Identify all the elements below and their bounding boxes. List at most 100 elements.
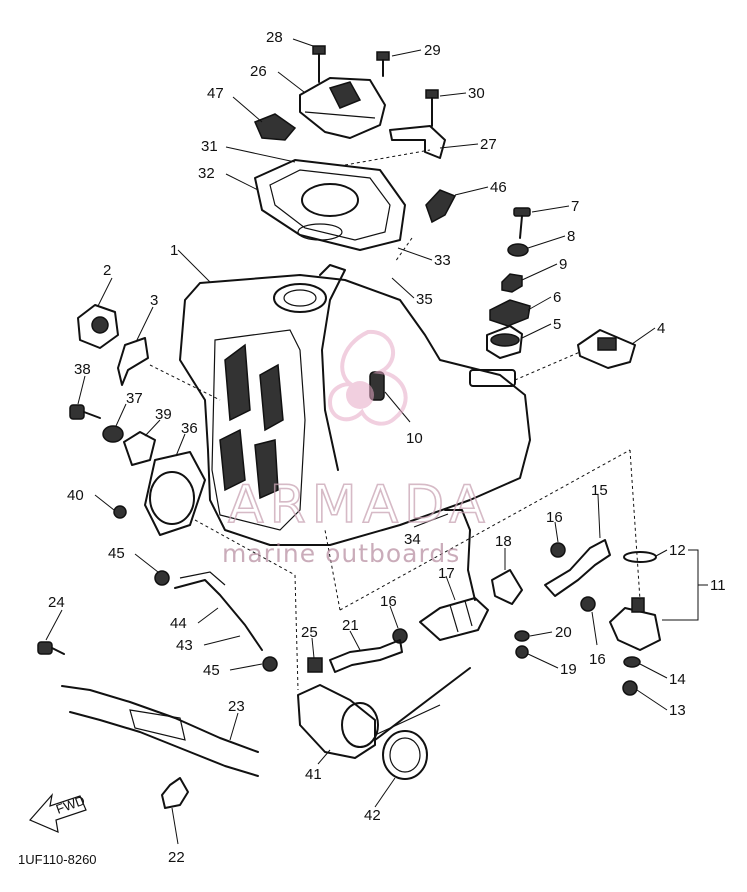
callout-24: 24: [48, 594, 65, 611]
damper-39: [123, 431, 156, 466]
callout-9: 9: [559, 256, 567, 273]
watermark: ARMADA marine outboards: [222, 329, 491, 568]
callout-16-top: 16: [546, 509, 563, 526]
callout-39: 39: [155, 406, 172, 423]
callout-36: 36: [181, 420, 198, 437]
guard-23: [61, 685, 259, 777]
callout-6: 6: [553, 289, 561, 306]
fwd-label: FWD: [54, 793, 87, 817]
nut-9: [501, 273, 523, 293]
callout-labels: 28 29 26 30 47 27 31 32 46 7 8 1 33 2 9 …: [48, 29, 726, 866]
bolt-38: [69, 404, 101, 420]
callout-10: 10: [406, 430, 423, 447]
callout-33: 33: [434, 252, 451, 269]
callout-34: 34: [404, 531, 421, 548]
bracket-18: [491, 569, 523, 605]
watermark-logo: [327, 329, 408, 426]
clip-45b: [262, 656, 278, 672]
leader-lines: [45, 38, 708, 845]
callout-27: 27: [480, 136, 497, 153]
callout-21: 21: [342, 617, 359, 634]
hose-21: [329, 639, 403, 673]
callout-32: 32: [198, 165, 215, 182]
callout-31: 31: [201, 138, 218, 155]
bolt-29: [376, 51, 390, 77]
screw-19: [515, 645, 529, 659]
callout-47: 47: [207, 85, 224, 102]
callout-17: 17: [438, 565, 455, 582]
clip-46: [425, 189, 457, 224]
screw-13: [622, 680, 638, 696]
collar-20: [514, 630, 530, 642]
callout-38: 38: [74, 361, 91, 378]
screw-40: [113, 505, 127, 519]
callout-42: 42: [364, 807, 381, 824]
callout-30: 30: [468, 85, 485, 102]
callout-2: 2: [103, 262, 111, 279]
callout-3: 3: [150, 292, 158, 309]
clip-45a: [154, 570, 170, 586]
fuel-tank-1: [179, 264, 531, 546]
callout-13: 13: [669, 702, 686, 719]
callout-35: 35: [416, 291, 433, 308]
damper-6: [489, 299, 531, 327]
callout-4: 4: [657, 320, 665, 337]
clamp-22: [161, 777, 189, 809]
bracket-27: [389, 125, 446, 159]
callout-7: 7: [571, 198, 579, 215]
callout-8: 8: [567, 228, 575, 245]
callout-46: 46: [490, 179, 507, 196]
callout-25: 25: [301, 624, 318, 641]
clip-16c: [580, 596, 596, 612]
callout-22: 22: [168, 849, 185, 866]
callout-14: 14: [669, 671, 686, 688]
callout-16-right: 16: [589, 651, 606, 668]
callout-12: 12: [669, 542, 686, 559]
callout-44: 44: [170, 615, 187, 632]
holder-36: [144, 451, 206, 536]
callout-20: 20: [555, 624, 572, 641]
callout-45-bottom: 45: [203, 662, 220, 679]
callout-45-top: 45: [108, 545, 125, 562]
collar-8: [507, 243, 529, 257]
clip-16a: [550, 542, 566, 558]
hose-15: [544, 539, 611, 597]
pad-47: [254, 113, 297, 141]
damper-5: [486, 325, 523, 359]
washer-14: [623, 656, 641, 668]
fuel-cap-26: [299, 77, 386, 139]
hose-44-43: [174, 571, 263, 651]
callout-40: 40: [67, 487, 84, 504]
fuel-filter-17: [419, 597, 489, 641]
callout-5: 5: [553, 316, 561, 333]
callout-37: 37: [126, 390, 143, 407]
bolt-28: [312, 45, 326, 83]
callout-29: 29: [424, 42, 441, 59]
cap-plate-31-32: [254, 159, 406, 251]
callout-15: 15: [591, 482, 608, 499]
watermark-brand: ARMADA: [228, 475, 491, 535]
collar-37: [102, 425, 124, 443]
callout-43: 43: [176, 637, 193, 654]
callout-19: 19: [560, 661, 577, 678]
fuel-cock-11: [609, 597, 661, 651]
watermark-tagline: marine outboards: [222, 539, 460, 568]
forward-arrow: FWD: [29, 793, 87, 833]
bracket-4: [577, 329, 636, 369]
callout-41: 41: [305, 766, 322, 783]
drawing-code: 1UF110-8260: [18, 852, 97, 867]
hose-34: [444, 509, 476, 601]
band-3: [117, 337, 149, 386]
bolt-30: [425, 89, 439, 127]
callout-11: 11: [710, 577, 726, 594]
bracket-2: [77, 304, 119, 349]
bolt-24: [37, 641, 65, 655]
oring-12: [623, 551, 657, 563]
alignment-lines: [149, 149, 641, 691]
callout-1: 1: [170, 242, 178, 259]
bolt-7: [513, 207, 531, 239]
callout-23: 23: [228, 698, 245, 715]
callout-18: 18: [495, 533, 512, 550]
band-42: [382, 730, 428, 780]
